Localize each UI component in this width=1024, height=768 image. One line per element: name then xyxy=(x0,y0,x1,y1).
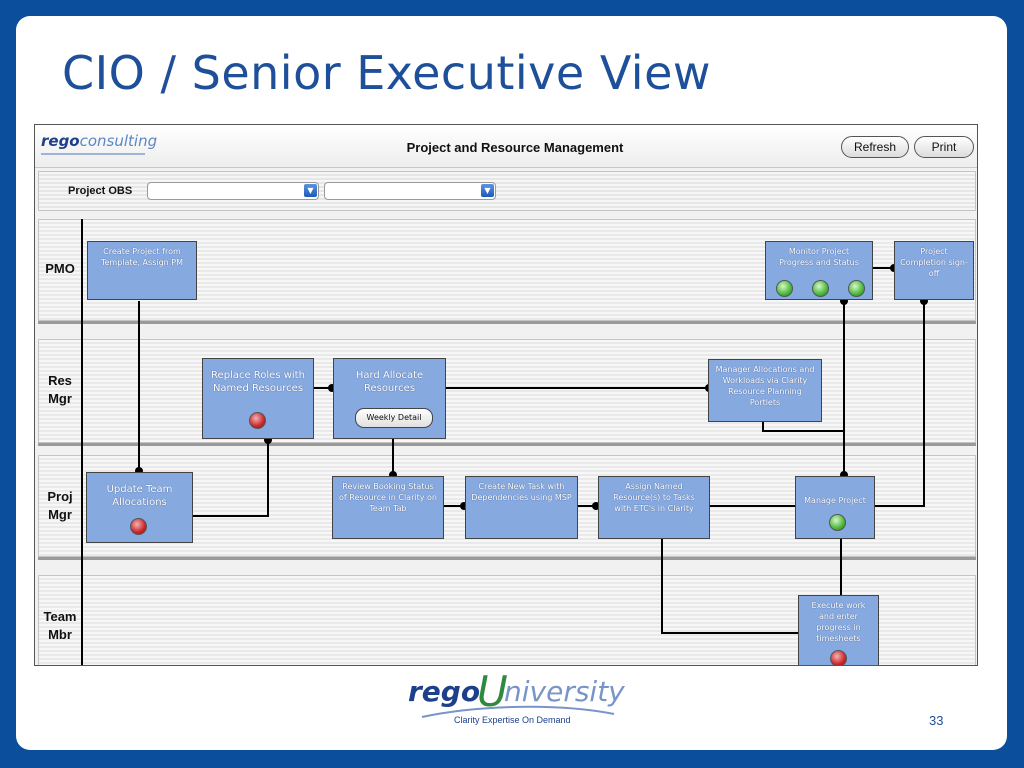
connector xyxy=(873,301,925,507)
project-obs-label: Project OBS xyxy=(68,185,133,197)
connector xyxy=(661,539,800,634)
lane-label-res: Res xyxy=(48,373,72,388)
rego-university-logo: rego U niversity Clarity Expertise On De… xyxy=(408,667,628,731)
step-execute-work[interactable]: Execute work and enter progress in times… xyxy=(798,595,879,665)
lane-label-mgr: Mgr xyxy=(48,507,72,522)
page-number: 33 xyxy=(929,713,944,728)
status-indicator-red xyxy=(130,518,147,535)
print-button[interactable]: Print xyxy=(914,136,974,158)
step-create-task[interactable]: Create New Task with Dependencies using … xyxy=(465,476,578,539)
step-manager-allocations[interactable]: Manager Allocations and Workloads via Cl… xyxy=(708,359,822,422)
logo-swoosh xyxy=(421,705,615,718)
lane-label-mgr: Mgr xyxy=(48,391,72,406)
lane-divider-line xyxy=(81,219,83,665)
status-indicator-green xyxy=(848,280,865,297)
project-obs-select-2[interactable]: ▼ xyxy=(324,182,496,200)
lane-label-pmo: PMO xyxy=(45,261,75,276)
step-create-project[interactable]: Create Project from Template, Assign PM xyxy=(87,241,197,300)
app-window: regoconsulting Project and Resource Mana… xyxy=(34,124,978,666)
rego-consulting-logo: regoconsulting xyxy=(41,132,158,150)
status-indicator-red xyxy=(830,650,847,665)
status-indicator-green xyxy=(812,280,829,297)
step-review-booking[interactable]: Review Booking Status of Resource in Cla… xyxy=(332,476,444,539)
lane-label-team: Team xyxy=(43,609,77,624)
status-indicator-red xyxy=(249,412,266,429)
filter-bar: Project OBS ▼ ▼ xyxy=(38,171,976,211)
project-obs-select-1[interactable]: ▼ xyxy=(147,182,319,200)
app-header: regoconsulting Project and Resource Mana… xyxy=(35,125,977,168)
logo-underline xyxy=(41,153,145,155)
logo-tagline: Clarity Expertise On Demand xyxy=(454,715,571,725)
slide: CIO / Senior Executive View regoconsulti… xyxy=(16,16,1007,750)
app-title: Project and Resource Management xyxy=(406,140,624,155)
lane-label-mbr: Mbr xyxy=(48,627,72,642)
connector xyxy=(193,440,269,517)
refresh-button[interactable]: Refresh xyxy=(841,136,909,158)
chevron-down-icon[interactable]: ▼ xyxy=(304,184,317,197)
status-indicator-green xyxy=(829,514,846,531)
chevron-down-icon[interactable]: ▼ xyxy=(481,184,494,197)
step-project-completion[interactable]: Project Completion sign-off xyxy=(894,241,974,300)
weekly-detail-button[interactable]: Weekly Detail xyxy=(355,408,433,428)
connector xyxy=(762,421,844,432)
step-assign-named[interactable]: Assign Named Resource(s) to Tasks with E… xyxy=(598,476,710,539)
flow-connectors xyxy=(135,264,928,634)
slide-title: CIO / Senior Executive View xyxy=(62,46,711,100)
status-indicator-green xyxy=(776,280,793,297)
lane-label-proj: Proj xyxy=(47,489,73,504)
